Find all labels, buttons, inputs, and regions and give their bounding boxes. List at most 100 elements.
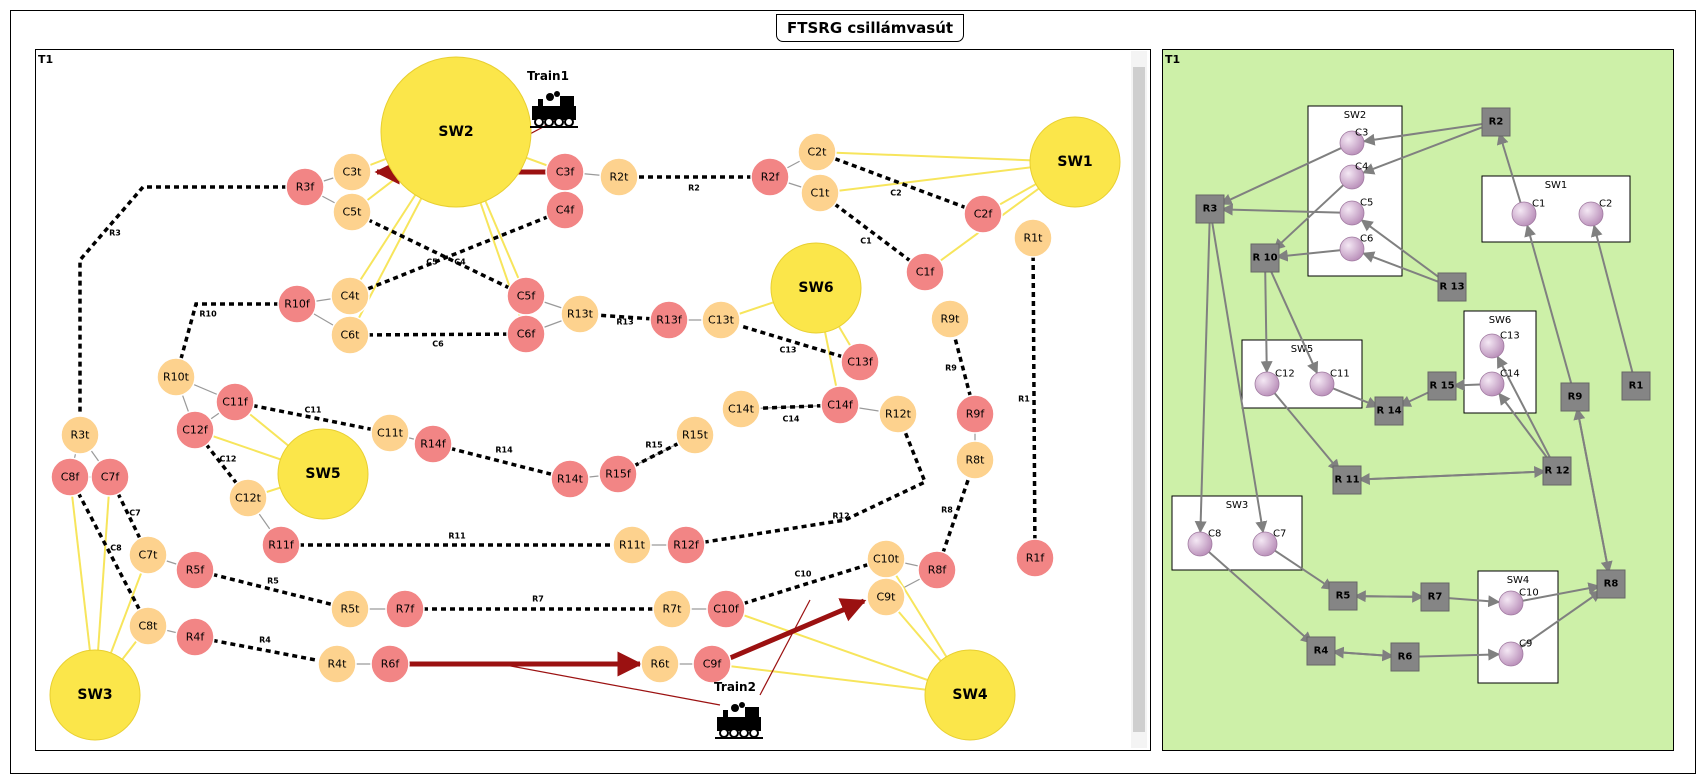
topology-segment-r6[interactable] (1390, 642, 1420, 672)
topology-segment-r13[interactable] (1437, 272, 1467, 302)
track-node-c2f[interactable] (963, 194, 1003, 234)
track-node-r14f[interactable] (413, 424, 453, 464)
track-node-r6f[interactable] (370, 644, 410, 684)
track-node-c14f[interactable] (820, 385, 860, 425)
topology-segment-r12[interactable] (1542, 456, 1572, 486)
topology-box-sw3[interactable] (1171, 495, 1303, 571)
track-node-c7t[interactable] (128, 535, 168, 575)
train1-locomotive-icon[interactable] (530, 91, 578, 128)
track-node-c7f[interactable] (90, 457, 130, 497)
topology-pin-c2[interactable] (1578, 201, 1604, 227)
topology-segment-r10[interactable] (1250, 243, 1280, 273)
track-node-r5f[interactable] (175, 550, 215, 590)
track-node-c1t[interactable] (800, 173, 840, 213)
topology-pin-c10[interactable] (1498, 590, 1524, 616)
topology-box-sw4[interactable] (1477, 570, 1559, 684)
track-node-c4f[interactable] (545, 190, 585, 230)
track-node-r6t[interactable] (640, 644, 680, 684)
topology-pin-c3[interactable] (1339, 130, 1365, 156)
topology-segment-r1[interactable] (1621, 371, 1651, 401)
scrollbar-thumb[interactable] (1133, 67, 1145, 732)
switch-sw3[interactable] (49, 649, 141, 741)
topology-segment-r14[interactable] (1374, 396, 1404, 426)
track-node-c10f[interactable] (706, 589, 746, 629)
topology-pin-c12[interactable] (1254, 371, 1280, 397)
topology-segment-r7-label: R7 (1428, 592, 1443, 603)
track-node-r8t[interactable] (955, 440, 995, 480)
track-node-c9f[interactable] (692, 644, 732, 684)
track-node-r12f[interactable] (666, 525, 706, 565)
track-node-c14t[interactable] (721, 389, 761, 429)
switch-sw5[interactable] (277, 428, 369, 520)
track-node-r13f[interactable] (649, 300, 689, 340)
topology-pin-c6[interactable] (1339, 236, 1365, 262)
track-node-c11f[interactable] (215, 382, 255, 422)
topology-pin-c13[interactable] (1479, 333, 1505, 359)
track-node-r2f-label: R2f (761, 171, 781, 184)
switch-sw4[interactable] (924, 649, 1016, 741)
track-node-r2f[interactable] (750, 157, 790, 197)
track-node-r7f[interactable] (385, 589, 425, 629)
track-node-c1f[interactable] (905, 252, 945, 292)
track-node-r4f[interactable] (175, 617, 215, 657)
track-node-r11f[interactable] (261, 525, 301, 565)
topology-pin-c4[interactable] (1339, 164, 1365, 190)
section-c11-label: C11 (304, 406, 321, 415)
topology-pin-c9[interactable] (1498, 641, 1524, 667)
topology-pin-c11[interactable] (1309, 371, 1335, 397)
switch-sw2[interactable] (380, 56, 532, 208)
track-node-r1f[interactable] (1015, 538, 1055, 578)
track-node-r15t[interactable] (675, 415, 715, 455)
track-node-c8t[interactable] (128, 606, 168, 646)
topology-segment-r4[interactable] (1306, 636, 1336, 666)
track-node-c4t[interactable] (330, 276, 370, 316)
track-node-r3t[interactable] (60, 415, 100, 455)
track-node-r12t[interactable] (878, 394, 918, 434)
track-node-c11t[interactable] (370, 413, 410, 453)
topology-segment-r5[interactable] (1328, 581, 1358, 611)
track-node-c6f[interactable] (506, 314, 546, 354)
track-node-r10t[interactable] (156, 357, 196, 397)
track-node-r10f[interactable] (277, 284, 317, 324)
topology-pin-c8[interactable] (1187, 531, 1213, 557)
topology-pin-c14[interactable] (1479, 371, 1505, 397)
topology-segment-r7[interactable] (1420, 582, 1450, 612)
track-node-c12t[interactable] (228, 478, 268, 518)
track-node-r14t[interactable] (550, 459, 590, 499)
topology-pin-c7[interactable] (1252, 531, 1278, 557)
track-node-c13f[interactable] (840, 342, 880, 382)
switch-sw6[interactable] (770, 242, 862, 334)
topology-segment-r9[interactable] (1560, 382, 1590, 412)
track-node-r13t[interactable] (560, 294, 600, 334)
topology-pin-c1[interactable] (1511, 201, 1537, 227)
topology-segment-r3[interactable] (1195, 194, 1225, 224)
track-node-c5t[interactable] (332, 192, 372, 232)
track-node-r3f[interactable] (285, 167, 325, 207)
topology-segment-r2[interactable] (1481, 107, 1511, 137)
track-node-c3t[interactable] (332, 152, 372, 192)
track-node-c8f[interactable] (50, 457, 90, 497)
track-node-r1t[interactable] (1013, 218, 1053, 258)
track-node-c9t[interactable] (866, 577, 906, 617)
track-node-c2t[interactable] (797, 132, 837, 172)
track-node-c13t[interactable] (701, 300, 741, 340)
track-node-r9f[interactable] (955, 394, 995, 434)
train2-locomotive-icon[interactable] (715, 702, 763, 739)
track-node-r5t[interactable] (330, 589, 370, 629)
topology-segment-r8[interactable] (1596, 569, 1626, 599)
topology-box-sw1[interactable] (1481, 175, 1631, 243)
vertical-scrollbar[interactable] (1131, 51, 1147, 748)
track-node-c6t[interactable] (330, 315, 370, 355)
track-node-r11t[interactable] (612, 525, 652, 565)
topology-pin-c5[interactable] (1339, 200, 1365, 226)
track-node-r9t[interactable] (930, 299, 970, 339)
switch-sw1[interactable] (1029, 116, 1121, 208)
track-node-r4t[interactable] (317, 644, 357, 684)
track-node-r15f[interactable] (598, 454, 638, 494)
track-node-c12f[interactable] (175, 410, 215, 450)
track-node-r2t[interactable] (599, 157, 639, 197)
track-node-r8f[interactable] (917, 550, 957, 590)
topology-segment-r15[interactable] (1427, 371, 1457, 401)
topology-segment-r11[interactable] (1332, 465, 1362, 495)
track-node-r7t[interactable] (652, 589, 692, 629)
